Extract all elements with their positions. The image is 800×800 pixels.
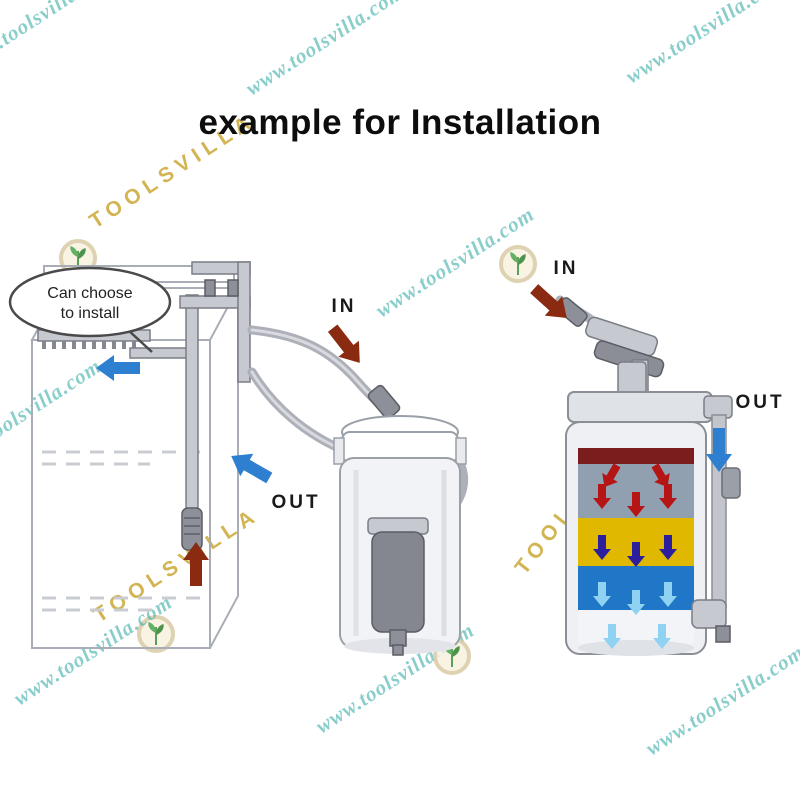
toolsvilla-leaf-logo [498,244,538,284]
tank-outflow-arrow [96,355,140,381]
right-out-arrow [706,428,732,472]
right-out-label: OUT [735,392,784,413]
head-clamp-right [455,437,467,465]
media-maroon-band [578,448,694,464]
intake-strainer [181,507,203,551]
toolsvilla-leaf-logo [136,614,176,654]
outlet-elbow [691,599,727,629]
filter-head [567,391,713,423]
bubble-line2: to install [61,305,120,322]
leaf-icon [499,245,537,283]
head-knob [617,361,647,397]
canister-filter [247,325,469,656]
right-in-label: IN [554,258,579,279]
page-title: example for Installation [198,103,602,143]
outlet-tap [721,467,741,499]
head-clamp-left [333,437,345,465]
pump-attachment [367,517,429,656]
leaf-icon [137,615,175,653]
bubble-line1: Can choose [47,285,132,302]
inlet-barb [367,384,401,420]
mid-in-arrow [322,320,371,371]
intake-pipe-assembly [179,261,251,551]
media-bottom-band [578,610,694,644]
mid-in-label: IN [332,296,357,317]
speech-bubble: Can choose to install [8,266,172,353]
mid-out-label: OUT [271,492,320,513]
mid-out-arrow [224,444,276,490]
cutaway-filter [555,295,741,656]
